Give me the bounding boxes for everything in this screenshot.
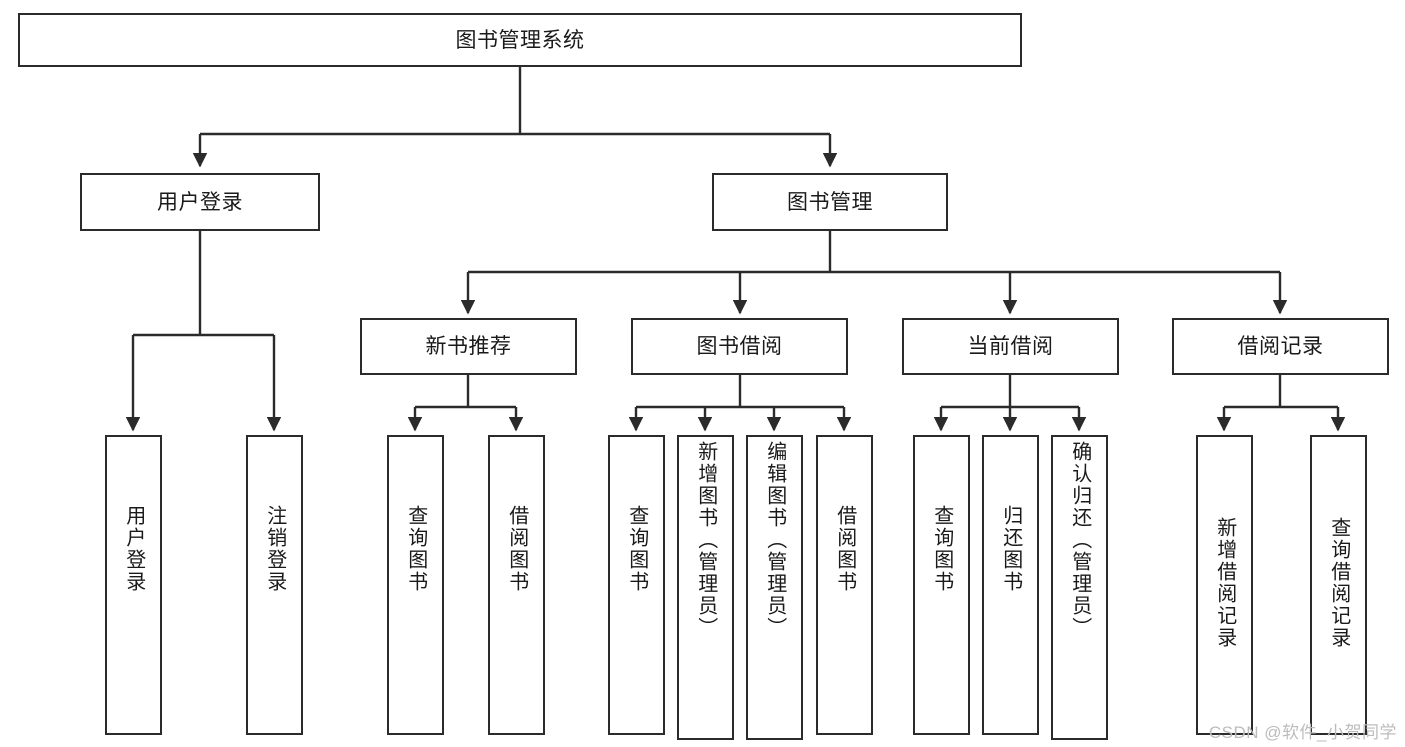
leaf-record-query[interactable]: 查询借阅记录 xyxy=(1310,435,1367,735)
node-book-borrowing-label: 图书借阅 xyxy=(696,335,783,358)
leaf-current-confirm-return-admin[interactable]: 确认归还（管理员） xyxy=(1051,435,1108,740)
leaf-borrow-borrow-book-label: 借阅图书 xyxy=(833,505,856,593)
node-new-book-recommendation-label: 新书推荐 xyxy=(425,335,512,358)
leaf-new-book-query-label: 查询图书 xyxy=(404,505,427,593)
leaf-borrow-query-book-label: 查询图书 xyxy=(625,505,648,593)
leaf-borrow-query-book[interactable]: 查询图书 xyxy=(608,435,665,735)
node-current-borrowing-label: 当前借阅 xyxy=(967,335,1054,358)
leaf-user-login-logout-label: 注销登录 xyxy=(263,505,286,593)
leaf-current-return-book-label: 归还图书 xyxy=(999,505,1022,593)
leaf-borrow-add-book-admin[interactable]: 新增图书（管理员） xyxy=(677,435,734,740)
leaf-borrow-edit-book-admin-label: 编辑图书（管理员） xyxy=(763,441,786,639)
leaf-new-book-borrow-label: 借阅图书 xyxy=(505,505,528,593)
leaf-current-query-book[interactable]: 查询图书 xyxy=(913,435,970,735)
node-book-borrowing[interactable]: 图书借阅 xyxy=(631,318,848,375)
leaf-current-confirm-return-admin-label: 确认归还（管理员） xyxy=(1068,441,1091,639)
leaf-user-login-login-label: 用户登录 xyxy=(122,505,145,593)
node-book-management-label: 图书管理 xyxy=(787,190,873,214)
leaf-new-book-query[interactable]: 查询图书 xyxy=(387,435,444,735)
leaf-current-query-book-label: 查询图书 xyxy=(930,505,953,593)
node-new-book-recommendation[interactable]: 新书推荐 xyxy=(360,318,577,375)
node-current-borrowing[interactable]: 当前借阅 xyxy=(902,318,1119,375)
csdn-watermark: CSDN @软件_小贺同学 xyxy=(1208,723,1397,742)
leaf-record-add[interactable]: 新增借阅记录 xyxy=(1196,435,1253,735)
node-book-management[interactable]: 图书管理 xyxy=(712,173,948,231)
node-borrowing-record[interactable]: 借阅记录 xyxy=(1172,318,1389,375)
node-user-login-label: 用户登录 xyxy=(157,190,243,214)
leaf-record-query-label: 查询借阅记录 xyxy=(1327,517,1350,649)
leaf-user-login-login[interactable]: 用户登录 xyxy=(105,435,162,735)
leaf-borrow-add-book-admin-label: 新增图书（管理员） xyxy=(694,441,717,639)
leaf-record-add-label: 新增借阅记录 xyxy=(1213,517,1236,649)
leaf-borrow-edit-book-admin[interactable]: 编辑图书（管理员） xyxy=(746,435,803,740)
node-user-login[interactable]: 用户登录 xyxy=(80,173,320,231)
leaf-user-login-logout[interactable]: 注销登录 xyxy=(246,435,303,735)
leaf-new-book-borrow[interactable]: 借阅图书 xyxy=(488,435,545,735)
node-root[interactable]: 图书管理系统 xyxy=(18,13,1022,67)
leaf-borrow-borrow-book[interactable]: 借阅图书 xyxy=(816,435,873,735)
node-borrowing-record-label: 借阅记录 xyxy=(1237,335,1324,358)
node-root-label: 图书管理系统 xyxy=(455,28,585,52)
leaf-current-return-book[interactable]: 归还图书 xyxy=(982,435,1039,735)
